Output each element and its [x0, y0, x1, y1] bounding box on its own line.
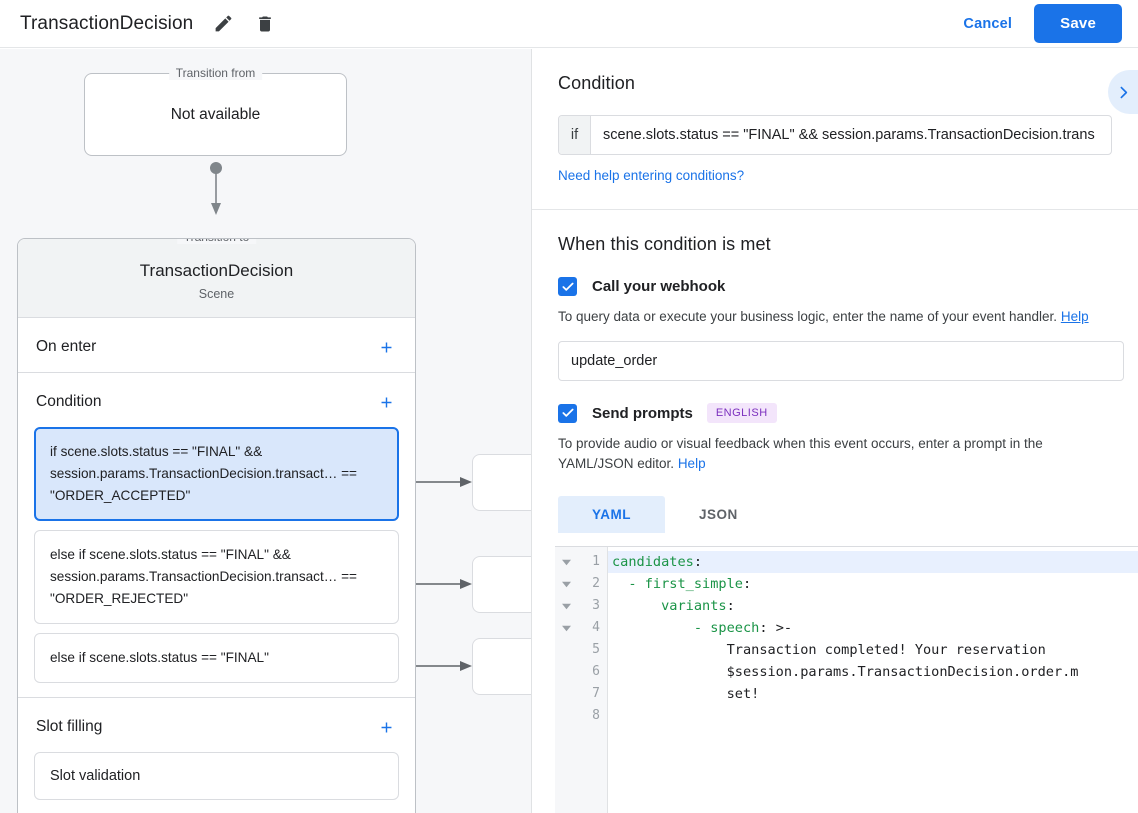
editor-format-tabs: YAML JSON [558, 496, 1112, 533]
fold-spacer [555, 661, 577, 683]
cancel-button[interactable]: Cancel [949, 8, 1026, 40]
line-number: 5 [592, 642, 600, 657]
webhook-checkbox-row: Call your webhook [558, 277, 1112, 296]
section-title: Condition [36, 393, 102, 410]
scene-type: Scene [198, 287, 235, 301]
fold-triangle-icon[interactable] [555, 617, 577, 639]
line-number: 4 [592, 620, 600, 635]
code-line[interactable]: Transaction completed! Your reservation [612, 642, 1046, 658]
trash-icon[interactable] [253, 12, 277, 36]
line-number: 1 [592, 554, 600, 569]
slot-validation-item[interactable]: Slot validation [34, 752, 399, 800]
prompts-description: To provide audio or visual feedback when… [558, 434, 1112, 474]
fold-triangle-icon[interactable] [555, 573, 577, 595]
code-line[interactable]: $session.params.TransactionDecision.orde… [612, 664, 1079, 680]
panel-when-met-section: When this condition is met Call your web… [532, 210, 1138, 543]
section-header-condition: Condition [18, 373, 415, 427]
save-button[interactable]: Save [1034, 4, 1122, 43]
editor-line-numbers: 1 2 3 4 5 6 7 8 [577, 547, 608, 813]
section-title: Slot filling [36, 718, 103, 735]
transition-to-scene-card: Transition to TransactionDecision Scene … [17, 238, 416, 813]
code-line[interactable]: - first_simple: [628, 576, 752, 592]
line-number: 7 [592, 686, 600, 701]
plus-icon[interactable] [375, 716, 397, 738]
fold-spacer [555, 705, 577, 727]
condition-input-row: if [558, 115, 1112, 155]
scene-header: TransactionDecision Scene [18, 239, 415, 318]
pencil-icon[interactable] [211, 12, 235, 36]
code-line[interactable]: variants: [661, 598, 735, 614]
webhook-description-text: To query data or execute your business l… [558, 309, 1058, 324]
webhook-description: To query data or execute your business l… [558, 307, 1112, 327]
fold-spacer [555, 683, 577, 705]
section-header-on-enter: On enter [18, 318, 415, 372]
editor-fold-gutter [555, 547, 577, 813]
prompts-label: Send prompts [592, 404, 693, 422]
checkbox-send-prompts[interactable] [558, 403, 577, 423]
panel-condition-heading: Condition [558, 73, 635, 93]
editor-code-area[interactable]: candidates: - first_simple: variants: - … [608, 547, 1138, 813]
yaml-code-editor[interactable]: 1 2 3 4 5 6 7 8 candidates: - first_simple: var… [555, 546, 1138, 813]
fold-spacer [555, 639, 577, 661]
condition-item-selected[interactable]: if scene.slots.status == "FINAL" && sess… [34, 427, 399, 521]
plus-icon[interactable] [375, 336, 397, 358]
fold-triangle-icon[interactable] [555, 595, 577, 617]
tab-yaml[interactable]: YAML [558, 496, 666, 533]
webhook-handler-input[interactable] [558, 341, 1124, 381]
panel-when-met-heading: When this condition is met [558, 234, 771, 254]
transition-from-box: Transition from Not available [84, 66, 347, 156]
chevron-right-icon[interactable] [1108, 70, 1138, 114]
prompts-checkbox-row: Send prompts ENGLISH [558, 403, 1112, 423]
section-header-slot-filling: Slot filling [18, 698, 415, 752]
topbar-actions: Cancel Save [949, 4, 1138, 43]
if-label: if [559, 116, 591, 154]
line-number: 8 [592, 708, 600, 723]
condition-item[interactable]: else if scene.slots.status == "FINAL" [34, 633, 399, 683]
section-slot-filling: Slot filling Slot validation [18, 698, 415, 813]
language-badge: ENGLISH [706, 403, 777, 423]
webhook-label: Call your webhook [592, 278, 726, 295]
line-number: 3 [592, 598, 600, 613]
code-line[interactable]: candidates: [608, 551, 1138, 573]
section-on-enter: On enter [18, 318, 415, 373]
condition-expression-input[interactable] [591, 116, 1111, 154]
transition-to-legend: Transition to [176, 239, 257, 244]
line-number: 6 [592, 664, 600, 679]
section-condition: Condition if scene.slots.status == "FINA… [18, 373, 415, 698]
condition-help-link[interactable]: Need help entering conditions? [558, 168, 745, 183]
prompts-description-text: To provide audio or visual feedback when… [558, 436, 1043, 471]
line-number: 2 [592, 576, 600, 591]
webhook-help-link[interactable]: Help [1060, 309, 1089, 324]
plus-icon[interactable] [375, 391, 397, 413]
slot-filling-list: Slot validation [18, 752, 415, 813]
checkbox-call-webhook[interactable] [558, 277, 577, 296]
page-title: TransactionDecision [20, 12, 194, 34]
transition-from-value: Not available [170, 105, 261, 123]
code-line[interactable] [608, 705, 1138, 727]
panel-condition-section: Condition if Need help entering conditio… [532, 49, 1138, 210]
fold-triangle-icon[interactable] [555, 551, 577, 573]
scene-name: TransactionDecision [139, 261, 294, 280]
tab-json[interactable]: JSON [665, 496, 772, 533]
transition-from-legend: Transition from [168, 66, 263, 80]
section-title: On enter [36, 338, 97, 355]
prompts-help-link[interactable]: Help [677, 456, 706, 471]
code-line[interactable]: set! [612, 686, 760, 702]
top-app-bar: TransactionDecision Cancel Save [0, 0, 1138, 48]
condition-list: if scene.slots.status == "FINAL" && sess… [18, 427, 415, 697]
condition-item[interactable]: else if scene.slots.status == "FINAL" &&… [34, 530, 399, 624]
code-line[interactable]: - speech: >- [693, 620, 793, 636]
